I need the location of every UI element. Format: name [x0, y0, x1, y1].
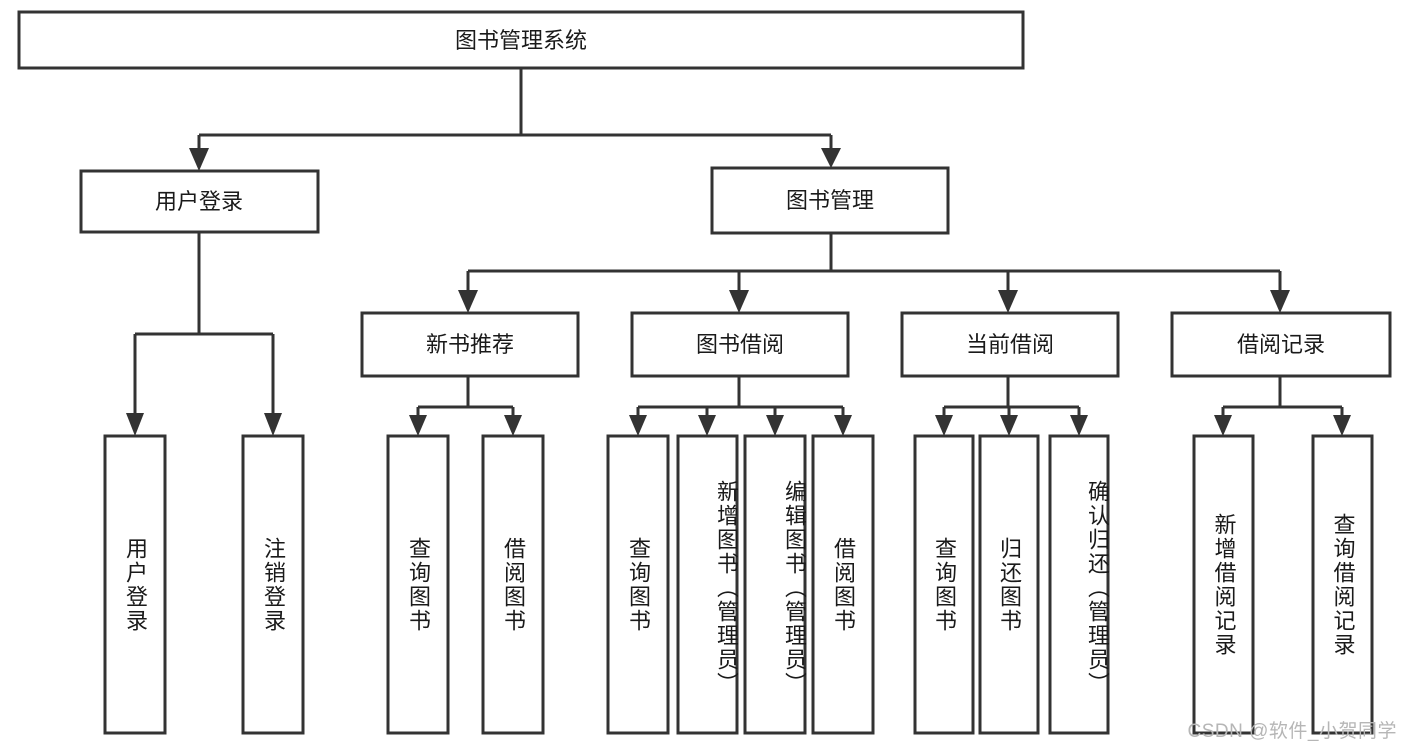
node-borrow-record-box[interactable]	[1170, 311, 1392, 378]
arrowhead-leaf-query-record	[1333, 415, 1351, 436]
node-leaf-borrow-book-1-box[interactable]	[481, 434, 545, 735]
csdn-watermark: CSDN @软件_小贺同学	[1187, 721, 1397, 742]
node-leaf-query-book-1-box[interactable]	[386, 434, 450, 735]
nodes-group	[17, 10, 1392, 735]
arrowhead-book-management	[821, 148, 841, 168]
label-book-management: 图书管理	[786, 188, 874, 213]
arrowhead-book-borrow	[729, 290, 749, 313]
node-leaf-add-record-box[interactable]	[1192, 434, 1255, 735]
node-leaf-borrow-book-2-box[interactable]	[811, 434, 875, 735]
arrowhead-new-book-recommend	[458, 290, 478, 313]
arrowhead-leaf-query-book-3	[935, 415, 953, 436]
arrowhead-leaf-borrow-book-1	[504, 415, 522, 436]
node-leaf-query-book-2-box[interactable]	[606, 434, 670, 735]
node-current-borrow-box[interactable]	[900, 311, 1120, 378]
node-book-management-box[interactable]	[710, 166, 950, 235]
label-book-borrow: 图书借阅	[696, 332, 784, 357]
node-book-borrow-box[interactable]	[630, 311, 850, 378]
node-leaf-confirm-return-box[interactable]	[1048, 434, 1110, 735]
node-leaf-logout-login-box[interactable]	[241, 434, 305, 735]
node-leaf-user-login-box[interactable]	[103, 434, 167, 735]
horizontal-labels-group: 图书管理系统 用户登录 图书管理 新书推荐 图书借阅 当前借阅 借阅记录	[155, 28, 1325, 357]
node-user-login-box[interactable]	[79, 169, 320, 234]
label-user-login: 用户登录	[155, 189, 243, 214]
arrowhead-current-borrow	[998, 290, 1018, 313]
node-root-box[interactable]	[17, 10, 1025, 70]
node-leaf-query-book-3-box[interactable]	[913, 434, 975, 735]
arrowhead-borrow-record	[1270, 290, 1290, 313]
label-new-book-recommend: 新书推荐	[426, 332, 514, 357]
arrowheads-group	[126, 148, 1351, 436]
arrowhead-user-login	[189, 148, 209, 171]
arrowhead-leaf-confirm-return	[1070, 415, 1088, 436]
arrowhead-leaf-edit-book	[766, 415, 784, 436]
arrowhead-leaf-borrow-book-2	[834, 415, 852, 436]
node-leaf-query-record-box[interactable]	[1311, 434, 1374, 735]
arrowhead-leaf-return-book	[1000, 415, 1018, 436]
arrowhead-leaf-query-book-2	[629, 415, 647, 436]
arrowhead-leaf-logout-login	[264, 413, 282, 436]
label-root: 图书管理系统	[455, 28, 587, 53]
arrowhead-leaf-query-book-1	[409, 415, 427, 436]
node-new-book-recommend-box[interactable]	[360, 311, 580, 378]
label-borrow-record: 借阅记录	[1237, 332, 1325, 357]
arrowhead-leaf-add-record	[1214, 415, 1232, 436]
edges-group	[133, 68, 1344, 415]
node-leaf-add-book-box[interactable]	[676, 434, 739, 735]
arrowhead-leaf-add-book	[698, 415, 716, 436]
arrowhead-leaf-user-login	[126, 413, 144, 436]
node-leaf-edit-book-box[interactable]	[743, 434, 807, 735]
node-leaf-return-book-box[interactable]	[978, 434, 1040, 735]
label-current-borrow: 当前借阅	[966, 332, 1054, 357]
